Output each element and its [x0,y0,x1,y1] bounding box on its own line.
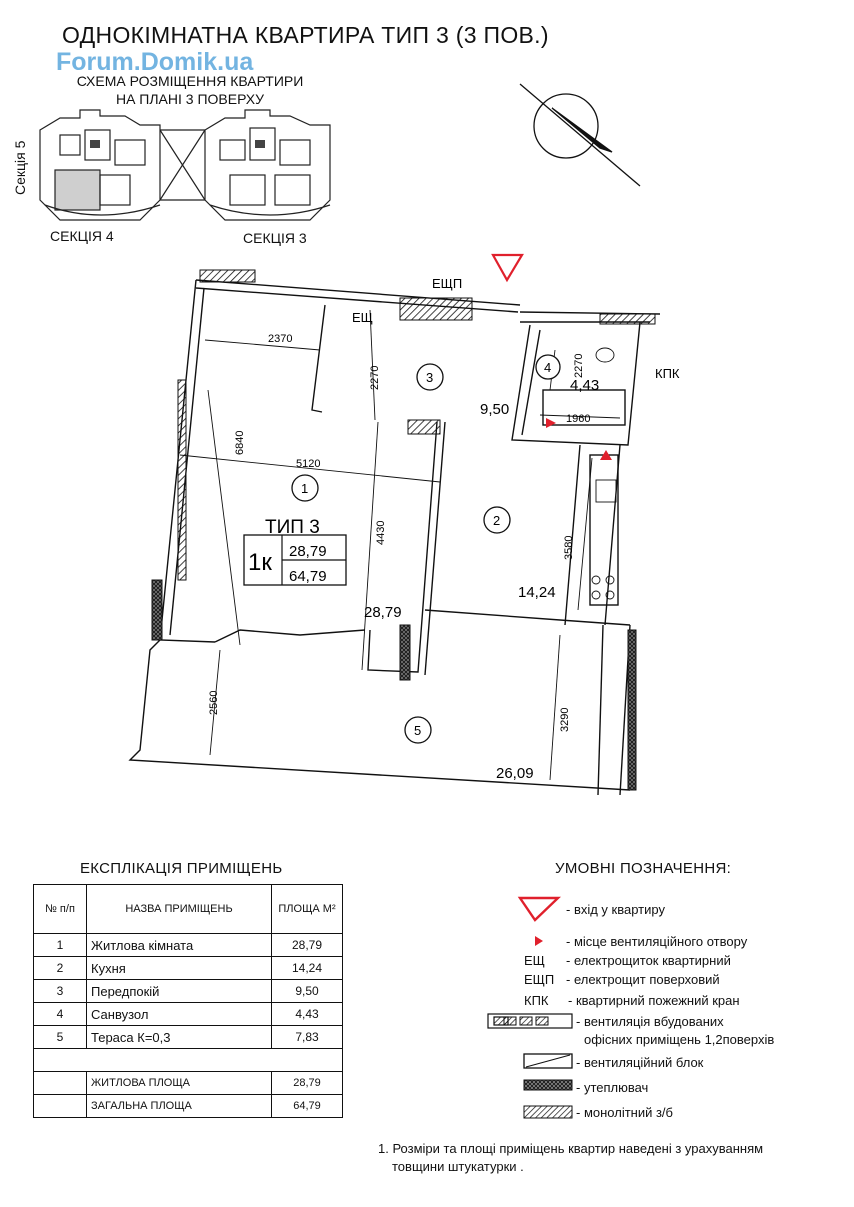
legend-vent-office-2: офісних приміщень 1,2поверхів [584,1032,775,1047]
legend-vent-block: - вентиляційний блок [576,1055,704,1070]
table-header-row: № п/п НАЗВА ПРИМІЩЕНЬ ПЛОЩА М² [33,884,343,934]
legend-vent-hole: - місце вентиляційного отвору [566,934,748,949]
dim-3580: 3580 [563,536,575,560]
rooms-count: 1к [248,549,272,576]
table-row: 5 Тераса К=0,3 7,83 [33,1025,343,1049]
watermark: Forum.Domik.ua [56,48,254,76]
table-row: 2 Кухня 14,24 [33,956,343,980]
dim-2370: 2370 [268,333,292,345]
vent-hole-icon [546,418,556,428]
footnote-line1: 1. Розміри та площі приміщень квартир на… [378,1141,764,1156]
row-area: 14,24 [271,956,343,980]
esch-p-label: ЕЩП [432,276,462,291]
scheme-caption-line1: СХЕМА РОЗМІЩЕННЯ КВАРТИРИ [76,73,304,89]
room-5-area: 26,09 [496,765,534,782]
room-3-number: 3 [426,370,433,385]
table-row: 1 Житлова кімната 28,79 [33,933,343,957]
legend-kpk-code: КПК [524,993,549,1008]
dim-2270-hall: 2270 [369,366,381,390]
dim-2560: 2560 [208,691,220,715]
row-num: 2 [33,956,87,980]
legend-esch-code: ЕЩ [524,953,545,968]
row-num: 5 [33,1025,87,1049]
legend-kpk-text: - квартирний пожежний кран [568,993,740,1008]
monolith-icon [523,1105,573,1119]
legend-esch-text: - електрощиток квартирний [566,953,731,968]
legend-vent-office-1: - вентиляція вбудованих [576,1014,724,1029]
dim-4430: 4430 [375,521,387,545]
legend-title: УМОВНІ ПОЗНАЧЕННЯ: [555,860,732,877]
type-living-area: 28,79 [289,543,327,560]
room-1-number: 1 [301,481,308,496]
total-area-value: 64,79 [271,1094,343,1118]
footnote: 1. Розміри та площі приміщень квартир на… [378,1140,763,1176]
legend-eschp-text: - електрощит поверховий [566,972,720,987]
explication-title: ЕКСПЛІКАЦІЯ ПРИМІЩЕНЬ [80,860,283,877]
type-label: ТИП 3 [265,517,320,538]
row-name: Кухня [86,956,272,980]
row-area: 4,43 [271,1002,343,1026]
type-total-area: 64,79 [289,568,327,585]
col-name-header: НАЗВА ПРИМІЩЕНЬ [86,884,272,934]
col-area-header: ПЛОЩА М² [271,884,343,934]
key-plan [39,83,641,221]
explication-table: № п/п НАЗВА ПРИМІЩЕНЬ ПЛОЩА М² 1 Житлова… [33,884,343,1118]
living-area-value: 28,79 [271,1071,343,1095]
total-area-label: ЗАГАЛЬНА ПЛОЩА [86,1094,272,1118]
esch-label: ЕЩ [352,310,373,325]
room-1-area: 28,79 [364,604,402,621]
scheme-caption-line2: НА ПЛАНІ 3 ПОВЕРХУ [115,91,265,107]
legend-monolith: - монолітний з/б [576,1105,673,1120]
room-4-number: 4 [544,360,551,375]
insulation-icon [523,1079,573,1091]
dim-3290: 3290 [559,708,571,732]
scheme-caption: СХЕМА РОЗМІЩЕННЯ КВАРТИРИ НА ПЛАНІ 3 ПОВ… [40,72,340,108]
entrance-triangle-icon [517,896,561,922]
table-spacer-row [33,1048,343,1072]
vent-hole-icon [600,450,612,460]
room-4-area: 4,43 [570,377,599,394]
section-3-label: СЕКЦІЯ 3 [243,230,307,246]
dim-1960: 1960 [566,413,590,425]
dim-6840: 6840 [234,431,246,455]
row-area: 9,50 [271,979,343,1003]
row-name: Передпокій [86,979,272,1003]
floor-plan: ЕЩП ЕЩ КПК 3 4 1 2 5 4,43 9,50 14,24 28,… [128,253,680,796]
room-3-area: 9,50 [480,401,509,418]
living-area-row: ЖИТЛОВА ПЛОЩА 28,79 [33,1071,343,1095]
legend-insulation: - утеплювач [576,1080,649,1095]
section-5-label: Секція 5 [12,140,28,195]
room-5-number: 5 [414,723,421,738]
living-area-label: ЖИТЛОВА ПЛОЩА [86,1071,272,1095]
dim-5120: 5120 [296,458,320,470]
row-area: 28,79 [271,933,343,957]
esch-p-panel [399,297,473,321]
kpk-label: КПК [655,366,680,381]
legend-eschp-code: ЕЩП [524,972,555,987]
row-num: 4 [33,1002,87,1026]
legend-entrance: - вхід у квартиру [566,902,665,917]
table-row: 3 Передпокій 9,50 [33,979,343,1003]
table-row: 4 Санвузол 4,43 [33,1002,343,1026]
page-title: ОДНОКІМНАТНА КВАРТИРА ТИП 3 (3 ПОВ.) [62,22,549,48]
room-2-area: 14,24 [518,584,556,601]
row-name: Санвузол [86,1002,272,1026]
vent-block-icon [523,1053,573,1069]
row-num: 3 [33,979,87,1003]
room-2-number: 2 [493,513,500,528]
row-area: 7,83 [271,1025,343,1049]
entrance-triangle-icon [491,253,524,283]
vent-hole-icon [535,936,543,946]
north-arrow-icon [519,83,641,187]
dim-2270-bath: 2270 [573,354,585,378]
col-num-header: № п/п [33,884,87,934]
row-num: 1 [33,933,87,957]
total-area-row: ЗАГАЛЬНА ПЛОЩА 64,79 [33,1094,343,1118]
legend-symbols [487,896,573,1119]
row-name: Житлова кімната [86,933,272,957]
footnote-line2: товщини штукатурки . [392,1159,524,1174]
row-name: Тераса К=0,3 [86,1025,272,1049]
section-4-label: СЕКЦІЯ 4 [50,228,114,244]
